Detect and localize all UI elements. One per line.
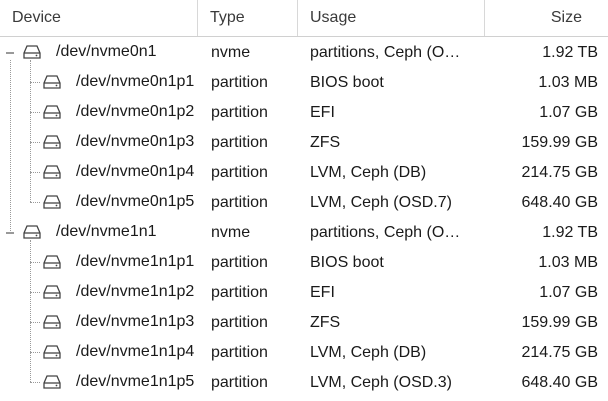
device-type: partition — [211, 164, 268, 181]
device-type: partition — [211, 74, 268, 91]
grid-header: Device Type Usage Size — [0, 0, 608, 37]
tree-connector-line — [30, 240, 31, 382]
tree-row-partition[interactable]: /dev/nvme1n1p2 partition EFI 1.07 GB — [0, 277, 608, 307]
device-type: partition — [211, 104, 268, 121]
disk-icon — [43, 75, 61, 89]
device-type: nvme — [211, 224, 251, 241]
device-name: /dev/nvme0n1p4 — [76, 163, 195, 180]
device-type: partition — [211, 194, 268, 211]
device-size: 648.40 GB — [521, 374, 599, 391]
device-size: 1.07 GB — [539, 104, 598, 121]
tree-row-partition[interactable]: /dev/nvme0n1p5 partition LVM, Ceph (OSD.… — [0, 187, 608, 217]
tree-connector-line — [30, 262, 40, 263]
device-name: /dev/nvme1n1p2 — [76, 283, 195, 300]
column-header-size[interactable]: Size — [550, 9, 582, 26]
device-size: 648.40 GB — [521, 194, 599, 211]
tree-row-partition[interactable]: /dev/nvme0n1p3 partition ZFS 159.99 GB — [0, 127, 608, 157]
disk-icon — [43, 285, 61, 299]
tree-connector-line — [30, 322, 40, 323]
device-type: partition — [211, 374, 268, 391]
tree-row-disk[interactable]: /dev/nvme1n1 nvme partitions, Ceph (O… 1… — [0, 217, 608, 247]
device-size: 214.75 GB — [521, 344, 599, 361]
device-type: partition — [211, 344, 268, 361]
grid-body: /dev/nvme0n1 nvme partitions, Ceph (O… 1… — [0, 37, 608, 397]
device-usage: BIOS boot — [310, 74, 384, 91]
tree-connector-line — [10, 60, 11, 233]
tree-row-partition[interactable]: /dev/nvme0n1p4 partition LVM, Ceph (DB) … — [0, 157, 608, 187]
device-usage: LVM, Ceph (DB) — [310, 344, 427, 361]
tree-connector-line — [30, 292, 40, 293]
device-type: nvme — [211, 44, 251, 61]
device-usage: LVM, Ceph (OSD.3) — [310, 374, 452, 391]
device-name: /dev/nvme1n1 — [56, 223, 157, 240]
device-usage: partitions, Ceph (O… — [310, 224, 461, 241]
device-size: 1.92 TB — [542, 44, 598, 61]
tree-connector-line — [30, 172, 40, 173]
device-name: /dev/nvme1n1p1 — [76, 253, 195, 270]
collapse-icon[interactable] — [5, 48, 15, 58]
disk-icon — [43, 375, 61, 389]
disk-icon — [23, 45, 41, 59]
device-size: 159.99 GB — [521, 314, 599, 331]
column-header-usage[interactable]: Usage — [298, 0, 485, 36]
disk-icon — [43, 315, 61, 329]
device-name: /dev/nvme0n1p2 — [76, 103, 195, 120]
tree-connector-line — [30, 202, 40, 203]
device-usage: ZFS — [310, 314, 341, 331]
tree-connector-line — [30, 82, 40, 83]
column-header-device[interactable]: Device — [0, 0, 198, 36]
device-name: /dev/nvme0n1 — [56, 43, 157, 60]
device-name: /dev/nvme1n1p4 — [76, 343, 195, 360]
tree-row-disk[interactable]: /dev/nvme0n1 nvme partitions, Ceph (O… 1… — [0, 37, 608, 67]
device-usage: partitions, Ceph (O… — [310, 44, 461, 61]
tree-connector-line — [30, 382, 40, 383]
device-size: 1.07 GB — [539, 284, 598, 301]
tree-row-partition[interactable]: /dev/nvme0n1p1 partition BIOS boot 1.03 … — [0, 67, 608, 97]
disk-icon — [43, 165, 61, 179]
disk-icon — [43, 105, 61, 119]
disk-icon — [43, 135, 61, 149]
tree-row-partition[interactable]: /dev/nvme1n1p1 partition BIOS boot 1.03 … — [0, 247, 608, 277]
device-name: /dev/nvme1n1p5 — [76, 373, 195, 390]
tree-connector-line — [30, 60, 31, 202]
tree-connector-line — [30, 142, 40, 143]
tree-row-partition[interactable]: /dev/nvme1n1p5 partition LVM, Ceph (OSD.… — [0, 367, 608, 397]
device-size: 1.03 MB — [538, 74, 598, 91]
device-name: /dev/nvme1n1p3 — [76, 313, 195, 330]
device-size: 1.03 MB — [538, 254, 598, 271]
tree-row-partition[interactable]: /dev/nvme1n1p4 partition LVM, Ceph (DB) … — [0, 337, 608, 367]
device-size: 214.75 GB — [521, 164, 599, 181]
device-type: partition — [211, 284, 268, 301]
device-usage: ZFS — [310, 134, 341, 151]
column-header-type[interactable]: Type — [198, 0, 298, 36]
device-name: /dev/nvme0n1p5 — [76, 193, 195, 210]
disk-icon — [23, 225, 41, 239]
device-type: partition — [211, 314, 268, 331]
tree-row-partition[interactable]: /dev/nvme0n1p2 partition EFI 1.07 GB — [0, 97, 608, 127]
device-usage: EFI — [310, 284, 335, 301]
device-usage: BIOS boot — [310, 254, 384, 271]
device-size: 159.99 GB — [521, 134, 599, 151]
device-type: partition — [211, 134, 268, 151]
device-usage: LVM, Ceph (OSD.7) — [310, 194, 452, 211]
tree-connector-line — [30, 112, 40, 113]
device-name: /dev/nvme0n1p1 — [76, 73, 195, 90]
device-usage: EFI — [310, 104, 335, 121]
disk-icon — [43, 195, 61, 209]
device-usage: LVM, Ceph (DB) — [310, 164, 427, 181]
disk-icon — [43, 345, 61, 359]
collapse-icon[interactable] — [5, 228, 15, 238]
device-name: /dev/nvme0n1p3 — [76, 133, 195, 150]
tree-row-partition[interactable]: /dev/nvme1n1p3 partition ZFS 159.99 GB — [0, 307, 608, 337]
device-size: 1.92 TB — [542, 224, 598, 241]
tree-connector-line — [30, 352, 40, 353]
disk-icon — [43, 255, 61, 269]
device-type: partition — [211, 254, 268, 271]
